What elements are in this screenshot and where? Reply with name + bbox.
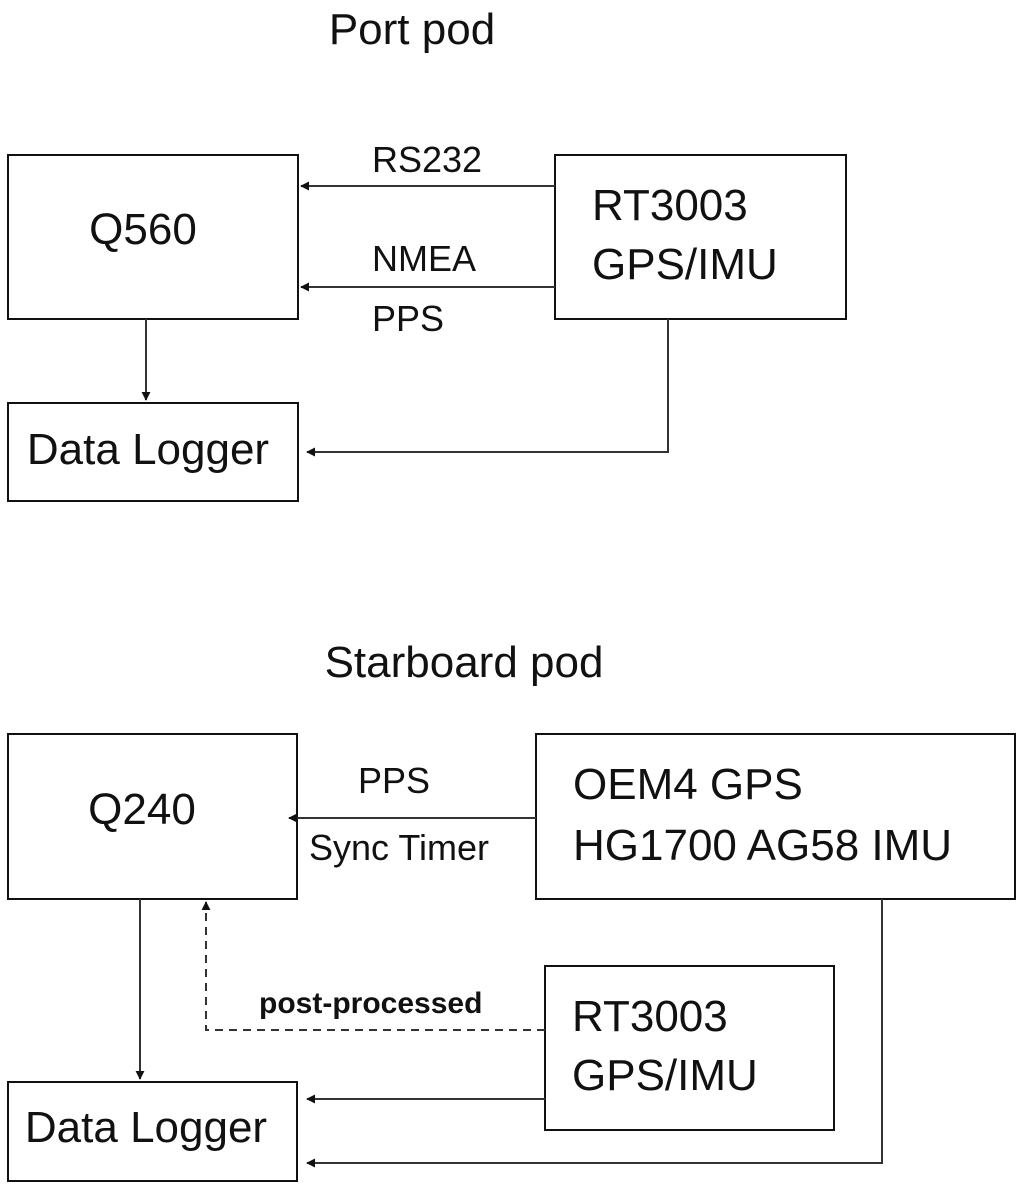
starboard-data-logger-label: Data Logger — [25, 1103, 267, 1152]
starboard-sync-timer-label: Sync Timer — [309, 827, 489, 868]
starboard-rt3003-label-line1: RT3003 — [572, 992, 728, 1041]
starboard-q240-label: Q240 — [88, 785, 196, 834]
starboard-pod-section: Starboard pod Q240 OEM4 GPS HG1700 AG58 … — [7, 638, 1016, 1182]
starboard-post-processed-arrow — [201, 901, 545, 1031]
port-rt3003-box: RT3003 GPS/IMU — [554, 154, 847, 320]
port-data-logger-label: Data Logger — [27, 425, 269, 474]
port-q560-label: Q560 — [89, 205, 197, 254]
starboard-data-logger-box: Data Logger — [7, 1081, 298, 1182]
starboard-oem4-label-line1: OEM4 GPS — [573, 760, 803, 809]
port-q560-box: Q560 — [7, 154, 299, 320]
port-rt3003-label-line1: RT3003 — [592, 181, 748, 230]
starboard-rt3003-label-line2: GPS/IMU — [572, 1051, 758, 1100]
port-nmea-label: NMEA — [372, 238, 476, 279]
starboard-rt3003-box: RT3003 GPS/IMU — [544, 965, 835, 1131]
starboard-pod-title: Starboard pod — [325, 638, 604, 687]
starboard-oem4-label-line2: HG1700 AG58 IMU — [573, 821, 952, 870]
starboard-q240-box: Q240 — [7, 733, 298, 900]
port-rt3003-label-line2: GPS/IMU — [592, 240, 778, 289]
port-rt3003-to-logger-arrow — [306, 319, 669, 457]
starboard-oem4-box: OEM4 GPS HG1700 AG58 IMU — [535, 733, 1016, 900]
port-pod-section: Port pod Q560 RT3003 GPS/IMU Data Logger… — [7, 5, 847, 502]
starboard-oem4-to-logger-arrow — [306, 899, 883, 1168]
starboard-post-processed-label: post-processed — [259, 987, 482, 1020]
starboard-pps-label: PPS — [358, 760, 430, 801]
port-pod-title: Port pod — [329, 5, 495, 54]
port-rs232-label: RS232 — [372, 139, 482, 180]
port-pps-label: PPS — [372, 298, 444, 339]
port-data-logger-box: Data Logger — [7, 402, 299, 502]
